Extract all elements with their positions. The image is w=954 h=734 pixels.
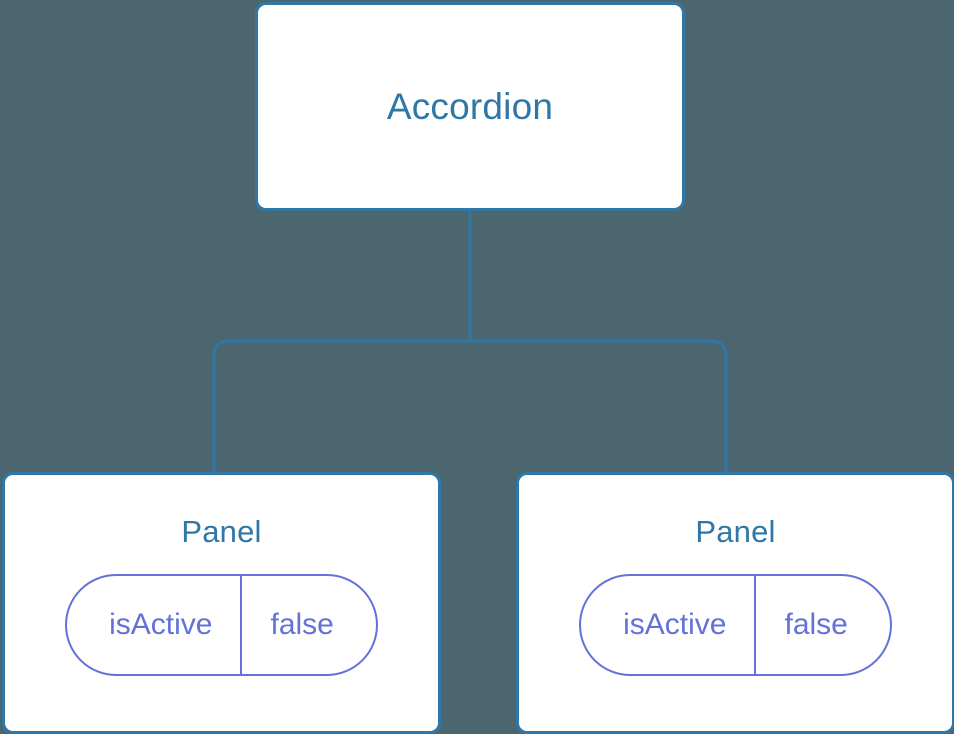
prop-badge-isactive[interactable]: isActive false bbox=[65, 574, 378, 676]
prop-key: isActive bbox=[623, 608, 727, 641]
connector-branch-left bbox=[212, 339, 470, 474]
prop-value: false bbox=[754, 576, 889, 674]
prop-value: false bbox=[240, 576, 375, 674]
node-accordion[interactable]: Accordion bbox=[255, 2, 685, 211]
node-panel-1[interactable]: Panel isActive false bbox=[2, 472, 441, 734]
connector-branch-right bbox=[470, 339, 728, 474]
prop-key: isActive bbox=[109, 608, 213, 641]
node-title: Panel bbox=[695, 514, 776, 549]
node-title: Accordion bbox=[386, 86, 554, 127]
node-panel-2[interactable]: Panel isActive false bbox=[516, 472, 954, 734]
node-title: Panel bbox=[181, 514, 262, 549]
prop-badge-isactive[interactable]: isActive false bbox=[579, 574, 892, 676]
